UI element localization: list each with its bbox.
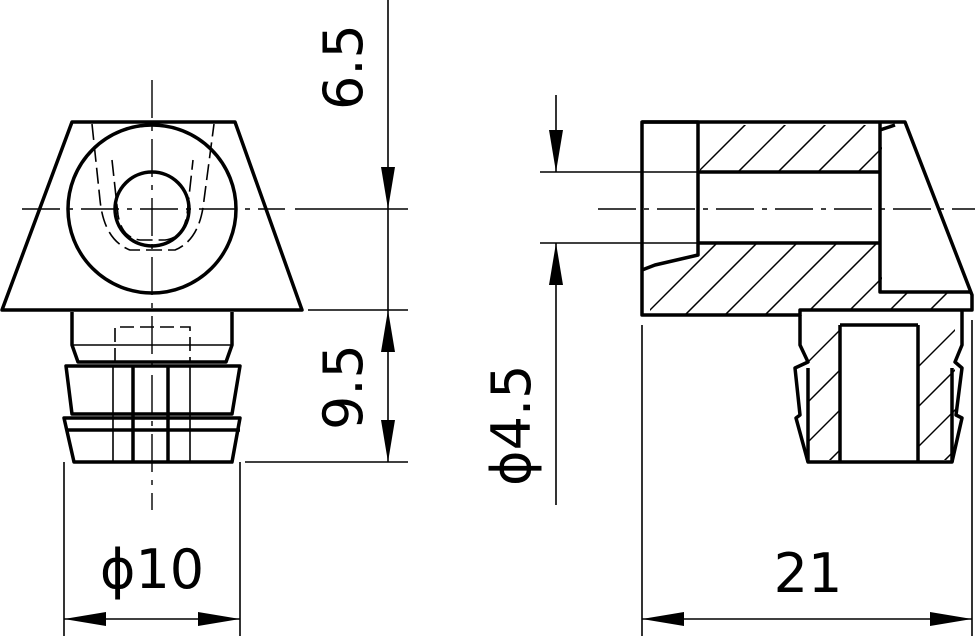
dim-arrow-bore-bottom [549, 243, 563, 285]
dim-lower-height-label: 9.5 [312, 344, 375, 430]
dim-bore-diameter-label: ϕ4.5 [480, 365, 543, 487]
dim-arrow-bottom-up [381, 310, 395, 352]
front-view [0, 80, 304, 510]
dim-total-length-label: 21 [774, 542, 843, 605]
hatch-upper [700, 125, 882, 172]
dim-arrow-base-right [198, 612, 240, 626]
section-bore-end [878, 122, 972, 294]
front-hidden-slot-inner [111, 159, 194, 241]
section-pin-outline [793, 310, 964, 464]
hatch-lower [650, 243, 975, 315]
dim-arrow-base-left [64, 612, 106, 626]
dim-arrow-pin-down [381, 420, 395, 462]
dim-arrow-length-right [930, 612, 972, 626]
front-barb-lower [62, 416, 242, 464]
hatch-pin-left [808, 325, 840, 460]
dim-top-height-label: 6.5 [312, 24, 375, 110]
section-body-outline [640, 120, 974, 317]
height-dimensions: 6.5 9.5 [245, 0, 408, 463]
bore-diameter-dimension: ϕ4.5 [480, 95, 700, 505]
dim-base-diameter-label: ϕ10 [100, 538, 204, 601]
total-length-dimension: 21 [641, 320, 973, 636]
hatch-pin-right [918, 325, 955, 460]
dim-arrow-top-down [381, 167, 395, 209]
base-diameter-dimension: ϕ10 [63, 462, 241, 636]
front-body-outline [0, 120, 304, 312]
section-bore-left-block [641, 120, 700, 272]
dim-arrow-length-left [642, 612, 684, 626]
front-barb-upper [64, 364, 242, 416]
dim-arrow-bore-top [549, 130, 563, 172]
section-chamfer-inner [879, 123, 896, 132]
front-hidden-slot [91, 123, 215, 251]
section-view [598, 120, 975, 464]
